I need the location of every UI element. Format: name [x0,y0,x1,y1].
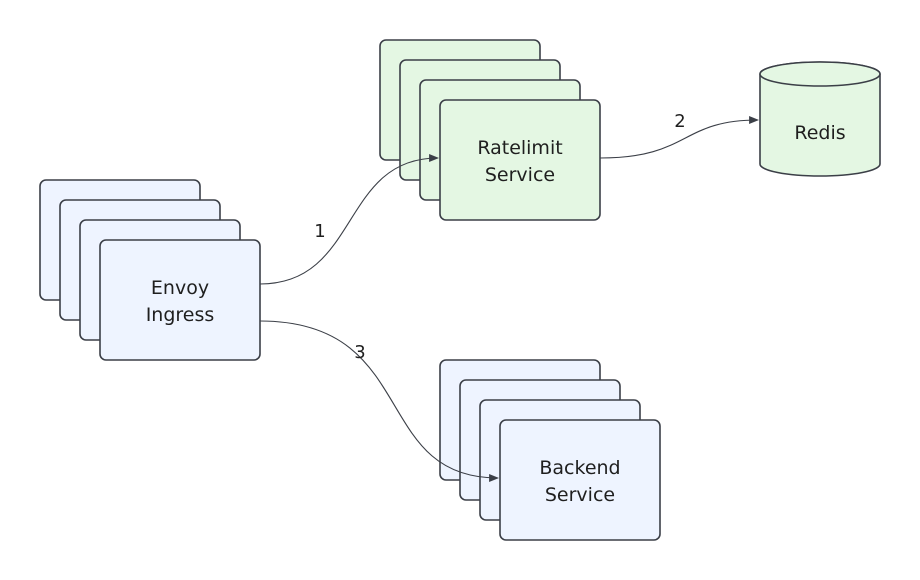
backend-service-label-line1: Backend [539,457,620,479]
redis-label: Redis [794,122,845,144]
edge-envoy-to-ratelimit [259,154,439,285]
edge-label-2: 2 [674,111,685,132]
backend-service-label-line2: Service [545,484,615,506]
redis-node[interactable]: Redis [759,61,881,177]
envoy-ingress-label-line1: Envoy [151,277,209,299]
edge-ratelimit-to-redis [599,116,759,159]
edge-envoy-to-backend [259,320,499,482]
edge-label-3: 3 [354,342,365,363]
backend-service-card-front [499,419,661,541]
redis-cylinder-top [759,61,881,87]
envoy-ingress-label-line2: Ingress [146,304,215,326]
ratelimit-service-label-line1: Ratelimit [477,137,562,159]
envoy-ingress-card-front [99,239,261,361]
ratelimit-service-label-line2: Service [485,164,555,186]
ratelimit-service-node[interactable]: Ratelimit Service [379,39,601,221]
backend-service-node[interactable]: Backend Service [439,359,661,541]
edge-label-1: 1 [314,221,325,242]
envoy-ingress-node[interactable]: Envoy Ingress [39,179,261,361]
ratelimit-service-card-front [439,99,601,221]
